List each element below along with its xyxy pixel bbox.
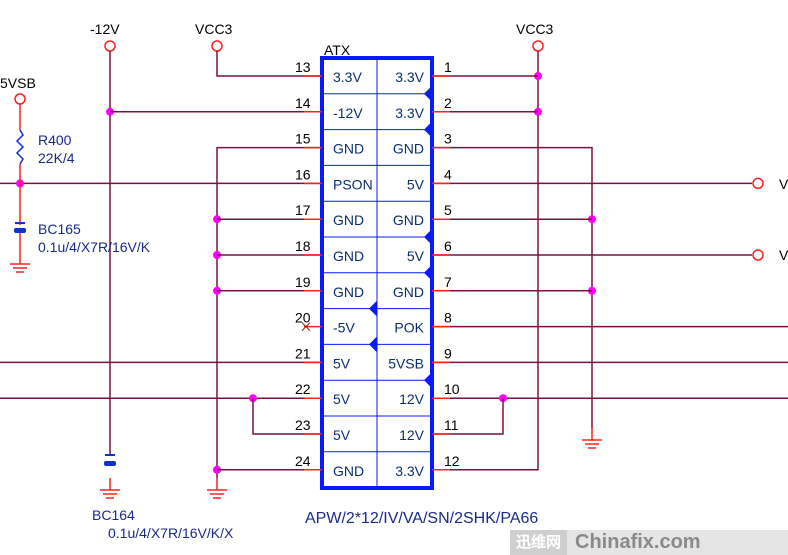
pin-label: GND <box>333 284 364 300</box>
pin-number: 20 <box>295 310 311 326</box>
pin-label: 3.3V <box>395 69 424 85</box>
pin-number: 12 <box>444 453 460 469</box>
pin-number: 8 <box>444 310 452 326</box>
pin-number: 9 <box>444 345 452 361</box>
port-vcc3-right-icon <box>532 40 544 52</box>
pin-number: 11 <box>444 417 459 433</box>
no-connect-icon <box>301 322 311 331</box>
resistor-r400-icon <box>15 129 25 165</box>
wires <box>0 40 788 478</box>
pin-label: POK <box>394 320 424 336</box>
pin-label: 3.3V <box>395 463 424 479</box>
pin-label: 5VSB <box>388 355 424 371</box>
pin-label: 5V <box>333 355 351 371</box>
pin-number: 5 <box>444 202 452 218</box>
pin-label: 12V <box>399 391 425 407</box>
pin-number: 16 <box>295 166 311 182</box>
key-notch-icon <box>424 121 432 138</box>
key-notch-icon <box>424 264 432 281</box>
pin-number: 21 <box>295 345 311 361</box>
pin-number: 17 <box>295 202 311 218</box>
pin-label: GND <box>393 284 424 300</box>
pin-label: -12V <box>333 105 363 121</box>
pin-number: 4 <box>444 166 452 182</box>
key-notch-icon <box>369 300 377 317</box>
port-vcc3-left-label: VCC3 <box>195 21 233 37</box>
watermark: 迅维网 Chinafix.com <box>510 530 788 555</box>
port-out4-icon <box>752 177 764 190</box>
pin-number: 19 <box>295 274 311 290</box>
pin-label: GND <box>333 141 364 157</box>
pin-number: 6 <box>444 238 452 254</box>
connector-ref: ATX <box>324 42 351 58</box>
components <box>10 104 602 499</box>
connector-part: APW/2*12/IV/VA/SN/2SHK/PA66 <box>305 510 538 527</box>
wire <box>432 398 504 435</box>
key-notch-icon <box>369 336 377 353</box>
wire <box>252 398 322 435</box>
wire <box>216 51 322 77</box>
pin-number: 7 <box>444 274 452 290</box>
pin-label: 5V <box>333 427 351 443</box>
key-notch-icon <box>424 229 432 245</box>
watermark-en: Chinafix.com <box>575 531 701 553</box>
pin-number: 22 <box>295 381 311 397</box>
pin-number: 3 <box>444 131 452 147</box>
pin-number: 2 <box>444 95 452 111</box>
watermark-cn: 迅维网 <box>510 530 568 555</box>
port-5vsb-icon <box>14 93 26 105</box>
capacitor-bc165-icon <box>14 228 26 233</box>
bc165-value: 0.1u/4/X7R/16V/K <box>38 239 151 255</box>
pin-number: 10 <box>444 381 460 397</box>
port-out4-label: V <box>779 176 788 192</box>
pin-number: 15 <box>295 131 311 147</box>
pin-label: GND <box>333 212 364 228</box>
pin-label: 5V <box>407 248 425 264</box>
pin-label: 5V <box>333 391 351 407</box>
port-neg12v-label: -12V <box>90 21 120 37</box>
pin-number: 1 <box>444 59 452 75</box>
pin-label: 3.3V <box>333 69 362 85</box>
pin-label: 5V <box>407 176 425 192</box>
pin-number: 24 <box>295 453 311 469</box>
port-out6-icon <box>752 249 764 261</box>
pin-label: GND <box>333 248 364 264</box>
port-vcc3-right-label: VCC3 <box>516 21 554 37</box>
wire <box>216 146 322 478</box>
r400-ref: R400 <box>38 132 72 148</box>
pin-number: 14 <box>295 95 311 111</box>
port-5vsb-label: 5VSB <box>0 75 36 91</box>
pin-label: 12V <box>399 427 425 443</box>
capacitor-bc164-icon <box>104 461 116 466</box>
key-notch-icon <box>424 372 432 389</box>
pin-label: 3.3V <box>395 105 424 121</box>
bc164-value: 0.1u/4/X7R/16V/K/X <box>108 525 234 541</box>
pin-number: 23 <box>295 417 311 433</box>
wire <box>432 146 593 428</box>
wire <box>432 51 539 471</box>
r400-value: 22K/4 <box>38 150 75 166</box>
pin-label: -5V <box>333 320 355 336</box>
pin-number: 13 <box>295 59 311 75</box>
bc165-ref: BC165 <box>38 221 81 237</box>
pin-number: 18 <box>295 238 311 254</box>
port-neg12v-icon <box>104 40 116 52</box>
port-out6-label: V <box>779 247 788 263</box>
bc164-ref: BC164 <box>92 507 135 523</box>
pin-label: GND <box>393 141 424 157</box>
key-notch-icon <box>424 85 432 102</box>
pin-label: PSON <box>333 176 373 192</box>
port-vcc3-left-icon <box>211 40 223 52</box>
pin-label: GND <box>333 463 364 479</box>
pin-label: GND <box>393 212 424 228</box>
